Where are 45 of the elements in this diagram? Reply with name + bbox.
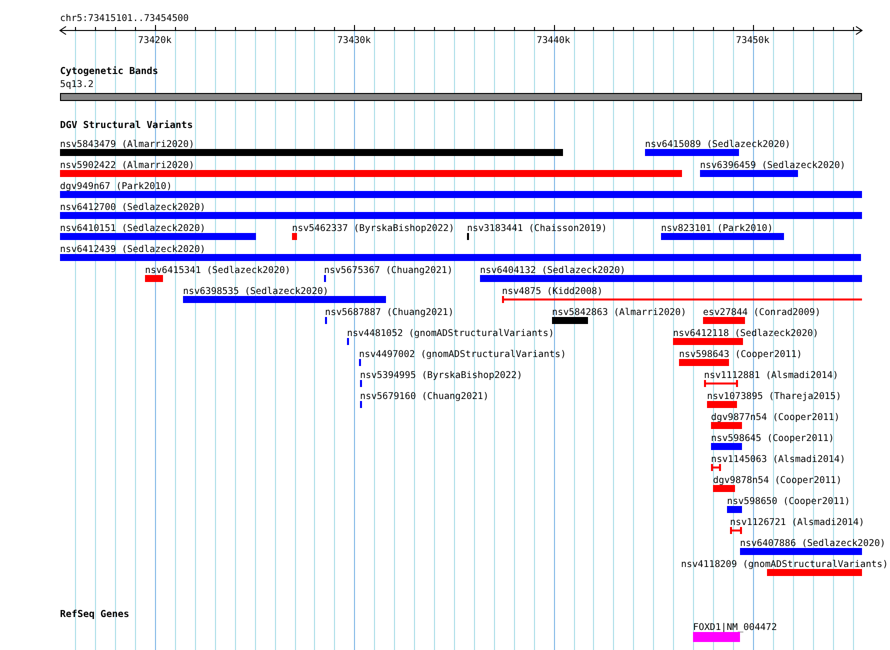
variant-label: nsv5902422 (Almarri2020) (60, 161, 194, 171)
variant-label: nsv6415089 (Sedlazeck2020) (645, 140, 791, 150)
variant-label: nsv1145063 (Alsmadi2014) (711, 455, 846, 465)
variant-label: nsv6412700 (Sedlazeck2020) (60, 203, 206, 213)
variant-label: nsv598645 (Cooper2011) (711, 434, 834, 444)
variant-label: nsv1112881 (Alsmadi2014) (704, 371, 838, 381)
variant-label: nsv598650 (Cooper2011) (727, 497, 850, 507)
variant-label: nsv5675367 (Chuang2021) (324, 266, 453, 276)
variant-label: esv27844 (Conrad2009) (703, 308, 821, 318)
variant-label: nsv6410151 (Sedlazeck2020) (60, 224, 206, 234)
variant-label: nsv3183441 (Chaisson2019) (467, 224, 607, 234)
band-label: 5q13.2 (60, 80, 94, 90)
variant-label: nsv5462337 (ByrskaBishop2022) (292, 224, 454, 234)
variant-label: nsv5842863 (Almarri2020) (552, 308, 686, 318)
variant-label: nsv6412439 (Sedlazeck2020) (60, 245, 206, 255)
variant-label: dgv949n67 (Park2010) (60, 182, 172, 192)
variant-label: nsv1073895 (Thareja2015) (707, 392, 842, 402)
variant-label: nsv6404132 (Sedlazeck2020) (480, 266, 626, 276)
track-title: Cytogenetic Bands (60, 66, 158, 77)
scale-tick-label: 73440k (536, 36, 570, 46)
scale-tick-label: 73450k (736, 36, 770, 46)
variant-label: nsv4875 (Kidd2008) (502, 287, 603, 297)
variant-label: dgv9878n54 (Cooper2011) (713, 476, 842, 486)
variant-label: nsv1126721 (Alsmadi2014) (730, 518, 864, 528)
region-coordinates: chr5:73415101..73454500 (60, 14, 189, 24)
variant-label: nsv5394995 (ByrskaBishop2022) (360, 371, 522, 381)
variant-label: nsv6407886 (Sedlazeck2020) (740, 539, 886, 549)
variant-label: nsv4118209 (gnomADStructuralVariants) (681, 560, 888, 570)
variant-label: dgv9877n54 (Cooper2011) (711, 413, 840, 423)
variant-label: nsv4481052 (gnomADStructuralVariants) (347, 329, 554, 339)
variant-label: nsv6412118 (Sedlazeck2020) (673, 329, 819, 339)
variant-label: nsv5843479 (Almarri2020) (60, 140, 194, 150)
variant-label: nsv823101 (Park2010) (661, 224, 773, 234)
variant-label: nsv5687887 (Chuang2021) (325, 308, 454, 318)
variant-label: nsv6415341 (Sedlazeck2020) (145, 266, 291, 276)
variant-label: nsv4497002 (gnomADStructuralVariants) (359, 350, 566, 360)
track-title: DGV Structural Variants (60, 120, 193, 131)
variant-label: nsv598643 (Cooper2011) (679, 350, 802, 360)
scale-tick-label: 73420k (138, 36, 172, 46)
variant-label: nsv6398535 (Sedlazeck2020) (183, 287, 329, 297)
variant-label: nsv6396459 (Sedlazeck2020) (700, 161, 846, 171)
gene-label: FOXD1|NM_004472 (693, 623, 777, 633)
track-title: RefSeq Genes (60, 609, 130, 620)
variant-label: nsv5679160 (Chuang2021) (360, 392, 489, 402)
scale-tick-label: 73430k (337, 36, 371, 46)
